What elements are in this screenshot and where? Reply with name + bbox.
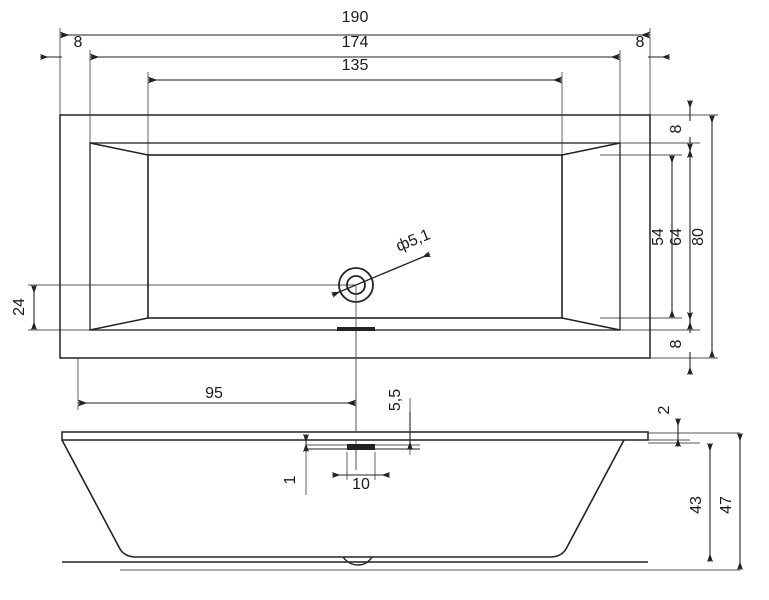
dim-label-54: 54 xyxy=(650,228,667,246)
dim-label-95: 95 xyxy=(205,385,223,402)
top-view-dimension-lines xyxy=(31,31,715,407)
dim-label-55: 5,5 xyxy=(387,389,404,411)
dim-label-8-bottom: 8 xyxy=(668,339,685,348)
dim-label-2: 2 xyxy=(656,405,673,414)
dim-label-174: 174 xyxy=(342,34,369,51)
dim-label-64: 64 xyxy=(668,228,685,246)
dim-label-1: 1 xyxy=(282,475,299,484)
overflow-mark xyxy=(337,327,375,331)
dim-label-80: 80 xyxy=(690,228,707,246)
side-view-dimension-text: 5,5 1 10 2 43 47 xyxy=(282,389,735,514)
side-view-drain-notch xyxy=(342,556,373,566)
tub-floor-rectangle xyxy=(147,154,563,319)
dim-label-10: 10 xyxy=(352,476,370,493)
top-view-outline xyxy=(59,114,651,359)
dim-label-47: 47 xyxy=(718,496,735,514)
side-view-rim-bar xyxy=(61,431,649,441)
tub-outer-rectangle xyxy=(59,114,651,359)
top-view-dimension-text: 190 174 8 8 135 24 54 64 80 8 8 95 ф5,1 xyxy=(11,9,707,402)
dim-label-8-right: 8 xyxy=(636,34,645,51)
tub-corner-chamfers xyxy=(89,142,621,331)
side-view-outline xyxy=(61,431,649,566)
side-view-dimension-lines xyxy=(303,412,743,570)
dim-label-24: 24 xyxy=(11,298,28,316)
dim-label-43: 43 xyxy=(688,496,705,514)
top-view-bottom-rectangle xyxy=(147,154,563,319)
dim-label-190: 190 xyxy=(342,9,369,26)
dim-label-135: 135 xyxy=(342,57,369,74)
side-view-drain-plate xyxy=(347,444,375,450)
dim-label-8-left: 8 xyxy=(74,34,83,51)
diameter-leader-line xyxy=(330,251,432,298)
dim-label-8-top: 8 xyxy=(668,124,685,133)
